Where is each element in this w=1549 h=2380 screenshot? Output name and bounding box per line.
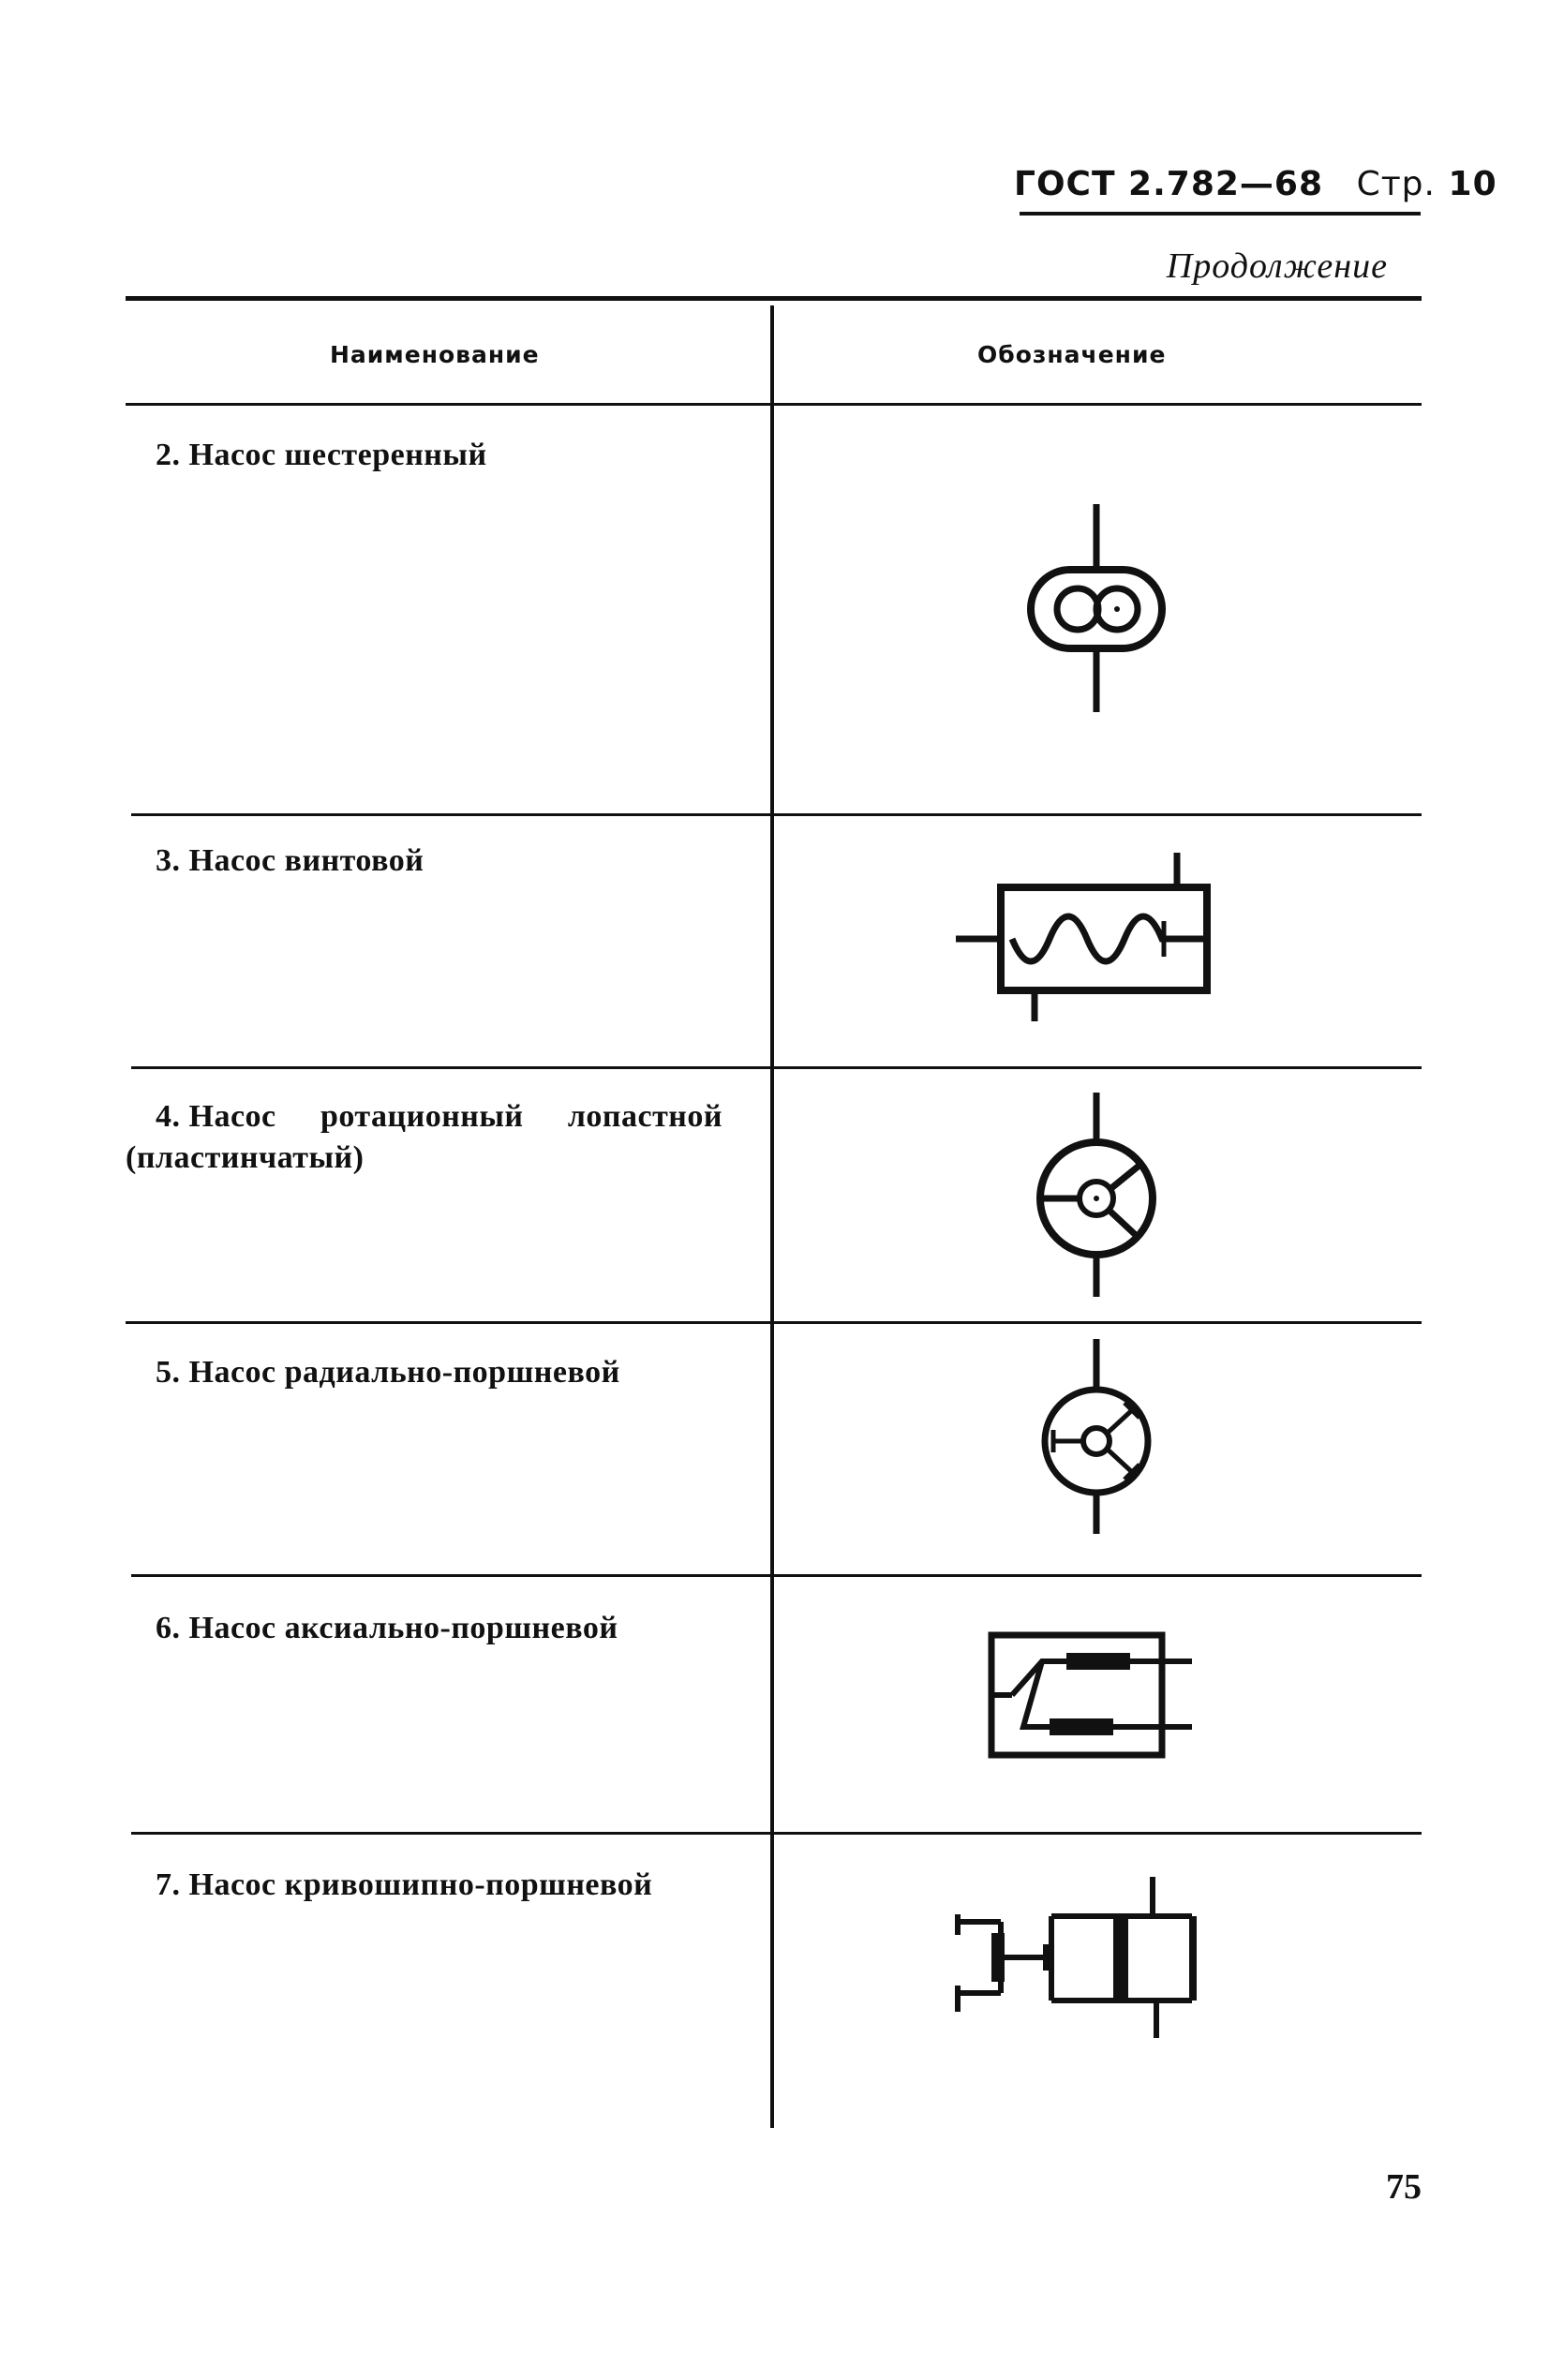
row-divider <box>131 1832 1422 1835</box>
row-name-part: 4. Насос <box>156 1099 276 1134</box>
screw-pump-symbol-icon <box>956 853 1211 1021</box>
page-number: 75 <box>1386 2167 1422 2207</box>
row-divider <box>131 1066 1422 1069</box>
page-label: Стр. <box>1356 165 1436 203</box>
row-divider <box>131 813 1422 816</box>
row-divider <box>131 1574 1422 1577</box>
row-name-part: (пластинчатый) <box>126 1140 365 1175</box>
row-divider <box>126 1321 1422 1324</box>
row-name: 4. Насос ротационный лопастной (пластинч… <box>126 1096 722 1179</box>
page-header: ГОСТ 2.782—68 Стр. 10 <box>1014 165 1497 203</box>
header-rule <box>1020 212 1421 216</box>
column-heading-name: Наименование <box>330 341 540 368</box>
standard-code: ГОСТ 2.782—68 <box>1014 165 1324 203</box>
gear-pump-symbol-icon <box>1027 504 1166 712</box>
page-num: 10 <box>1448 165 1497 203</box>
table-top-rule <box>126 296 1422 301</box>
row-name: 2. Насос шестеренный <box>156 438 487 472</box>
continuation-label: Продолжение <box>1166 246 1388 286</box>
vane-pump-symbol-icon <box>1036 1093 1156 1297</box>
axial-piston-pump-symbol-icon <box>988 1631 1192 1759</box>
row-name: 5. Насос радиально-поршневой <box>156 1355 620 1390</box>
column-divider <box>770 305 774 2128</box>
radial-piston-pump-symbol-icon <box>1041 1339 1152 1534</box>
row-name-part: лопастной <box>567 1099 722 1134</box>
row-name: 7. Насос кривошипно-поршневой <box>156 1867 653 1902</box>
row-name-part: ротационный <box>320 1099 524 1134</box>
crank-piston-pump-symbol-icon <box>955 1877 1197 2038</box>
row-name: 3. Насос винтовой <box>156 843 424 878</box>
column-heading-symbol: Обозначение <box>977 341 1167 368</box>
row-name: 6. Насос аксиально-поршневой <box>156 1611 618 1645</box>
